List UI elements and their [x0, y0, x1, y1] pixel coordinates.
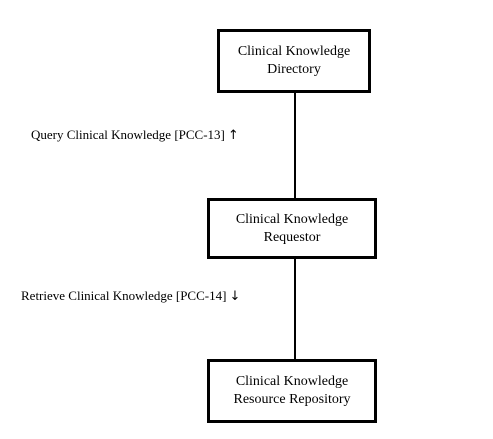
arrow-up-icon: ↑ [227, 128, 239, 143]
connector-directory-requestor [294, 92, 296, 199]
actor-label-line-1: Clinical Knowledge [237, 44, 351, 59]
transaction-query-clinical-knowledge: Query Clinical Knowledge [PCC-13]↑ [31, 127, 239, 144]
actor-label-line-1: Clinical Knowledge [235, 374, 349, 389]
transaction-label: Query Clinical Knowledge [PCC-13] [31, 127, 225, 142]
actor-label-line-2: Resource Repository [233, 392, 351, 407]
actor-label-line-2: Requestor [263, 229, 321, 245]
actor-clinical-knowledge-directory: Clinical Knowledge Directory [217, 29, 371, 93]
transaction-retrieve-clinical-knowledge: Retrieve Clinical Knowledge [PCC-14]↓ [21, 288, 240, 305]
actor-clinical-knowledge-requestor: Clinical Knowledge Requestor [207, 198, 377, 259]
arrow-down-icon: ↓ [229, 289, 241, 304]
transaction-label: Retrieve Clinical Knowledge [PCC-14] [21, 288, 227, 303]
actor-label-line-1: Clinical Knowledge [235, 211, 349, 227]
connector-requestor-repository [294, 258, 296, 360]
actor-clinical-knowledge-resource-repository: Clinical Knowledge Resource Repository [207, 359, 377, 423]
actor-label-line-2: Directory [267, 62, 321, 77]
